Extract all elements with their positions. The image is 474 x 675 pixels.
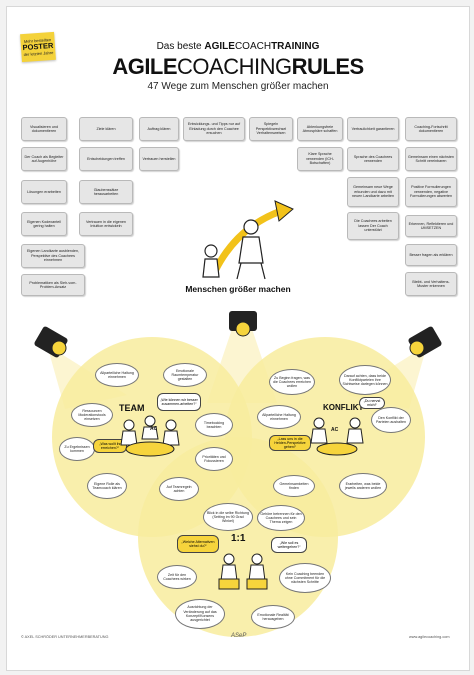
header-subtitle: Das beste AGILECOACHTRAINING [7,41,469,52]
rule-card: Eigenen Landkarte ausblenden, Perspektiv… [21,244,85,268]
rule-card: Auftrag klären [139,117,179,141]
team-speech: „Wie können wir besser zusammen-arbeiten… [157,393,201,411]
title-rules: RULES [291,54,365,79]
rule-card: Coaching-Fortschritt dokumentieren [405,117,457,141]
rule-card: Ziele klären [79,117,133,141]
one-bubble: Ausrichtung der Veränderung auf das Konz… [175,599,225,629]
tagline: 47 Wege zum Menschen größer machen [147,81,329,92]
konflikt-label: KONFLIKT [323,403,364,412]
rule-card: Glaubenssätze herausarbeiten [79,180,133,204]
konflikt-bubble: Den Konflikt der Parteien aushalten [371,407,411,433]
rule-card: Die Coachees arbeiten lassen Der Coach u… [347,212,399,240]
rule-card: Problematiken als Sieh-vom-Problem-Ansat… [21,274,85,296]
footer-logo: ASeP [231,633,247,639]
rule-card: Vertrauen in die eigenen Intuition entwi… [79,212,133,236]
team-bubble: Timebocking beachten [195,413,233,437]
rule-card: Klare Sprache verwenden (ICH-Botschaften… [297,147,343,171]
one-bubble: Zeit für den Coachees wirken [157,565,197,589]
rule-card: Positive Formulierungen verwenden, negat… [405,177,457,207]
konflikt-speech: „Lass uns in die Helden-Perspektive gehe… [269,435,311,451]
rule-card: Vertrauen herstellen [139,147,179,171]
rule-card: Eigenen Kodexanteil gering halten [21,212,67,236]
one-speech: „Welche Alternativen siehst du?“ [177,535,219,553]
team-bubble: Eigene Rolle als Teamcoach klären [87,473,127,499]
header-training: TRAINING [271,41,320,52]
one-bubble: Gehöre betrennen für den Coachees und se… [257,505,305,531]
person-large-icon [243,219,259,235]
team-bubble: Allparteiliche Haltung einnehmen [95,363,139,387]
rule-card: Der Coach als Begleiter auf Augenhöhe [21,147,67,171]
title-coaching: COACHING [177,54,292,79]
header-prefix: Das beste [156,41,205,52]
konflikt-bubble: Gemeinsamkeiten finden [273,475,315,497]
rule-card: Ablenkungsfreie Atmosphäre schaffen [297,117,343,141]
header-coach: COACH [234,41,272,52]
konflikt-speech: „Du nervst mich!“ [359,397,385,409]
rule-card: Lösungen erarbeiten [21,180,67,204]
one-bubble: Emotionale Realität herausgeben [251,605,295,629]
growth-arrow [211,207,285,275]
rule-card: Bleibt- und Verhaltens-Muster erkennen [405,272,457,296]
konflikt-ac-label: AC [331,427,339,433]
rule-card: Spiegeln Perspektivwechsel Verhaltenswei… [249,117,293,141]
team-bubble: Ressourcen Moderationstools einsetzen [71,403,113,427]
poster: Mehr bestellten POSTER der letzten Jahre… [6,6,470,671]
rule-card: Visualisieren und dokumentieren [21,117,67,141]
growth-illustration [202,200,294,280]
team-label: TEAM [119,403,145,413]
rule-card: Besser fragen als erklären [405,244,457,266]
rule-card: Erkennen, Reflektieren und UMSETZEN [405,215,457,237]
one-bubble: Blick in die selbe Richtung (Setting im … [203,503,253,531]
team-speech: „Was wollt ihr erreichen?“ [93,439,127,453]
center-label: Menschen größer machen [185,284,291,294]
konflikt-bubble: Allparteiliche Haltung einnehmen [257,405,301,429]
team-group-icon [120,415,180,457]
rule-card: Vertraulichkeit garantieren [347,117,399,141]
rule-card: Gemeinsam neue Wege erkunden und dazu mi… [347,177,399,207]
spotlight-right-icon [408,326,442,358]
one-bubble: Kein Coaching beenden ohne Commitment fü… [279,563,331,593]
team-bubble: Auf Teamregeln achten [159,477,199,501]
spotlight-center-icon [229,311,257,337]
person-small-icon [204,244,218,258]
spotlight-left-icon [34,326,68,358]
rule-card: Gemeinsam einen nächsten Schritt vereinb… [405,147,457,171]
page-title: AGILECOACHINGRULES [7,54,469,80]
title-agile: AGILE [112,54,178,79]
rule-card: Sprache des Coachees verwenden [347,147,399,171]
one-on-one-icon [218,553,268,590]
footer-url[interactable]: www.agilecoaching.com [409,635,450,639]
team-bubble: Zu Ergebnissen kommen [59,437,95,461]
footer-copyright: © AXEL SCHRÖDER UNTERNEHMERBERATUNG [21,635,109,639]
one-on-one-label: 1:1 [231,533,246,544]
rule-card: Entwicklungs- und Tipps nur auf Einladun… [183,117,245,141]
rule-card: Entscheidungen treffen [79,147,133,171]
arrow-head [274,200,294,222]
team-bubble: Emotionale Raumtemperatur gestalten [163,363,207,387]
konflikt-group-icon [310,417,364,456]
header-agile: AGILE [204,41,235,52]
one-speech: „Wie soll es weitergehen?“ [271,537,307,553]
team-bubble: Prioritäten und Fokussieren [195,447,233,471]
konflikt-bubble: Darauf achten, dass beide Konfliktpartei… [339,365,391,395]
konflikt-bubble: Erarbeiten, was beide jeweils anderen wo… [339,473,387,499]
konflikt-bubble: Zu Beginn fragen, was die Coachees errei… [269,369,315,395]
team-ac-label: AC [150,426,158,432]
